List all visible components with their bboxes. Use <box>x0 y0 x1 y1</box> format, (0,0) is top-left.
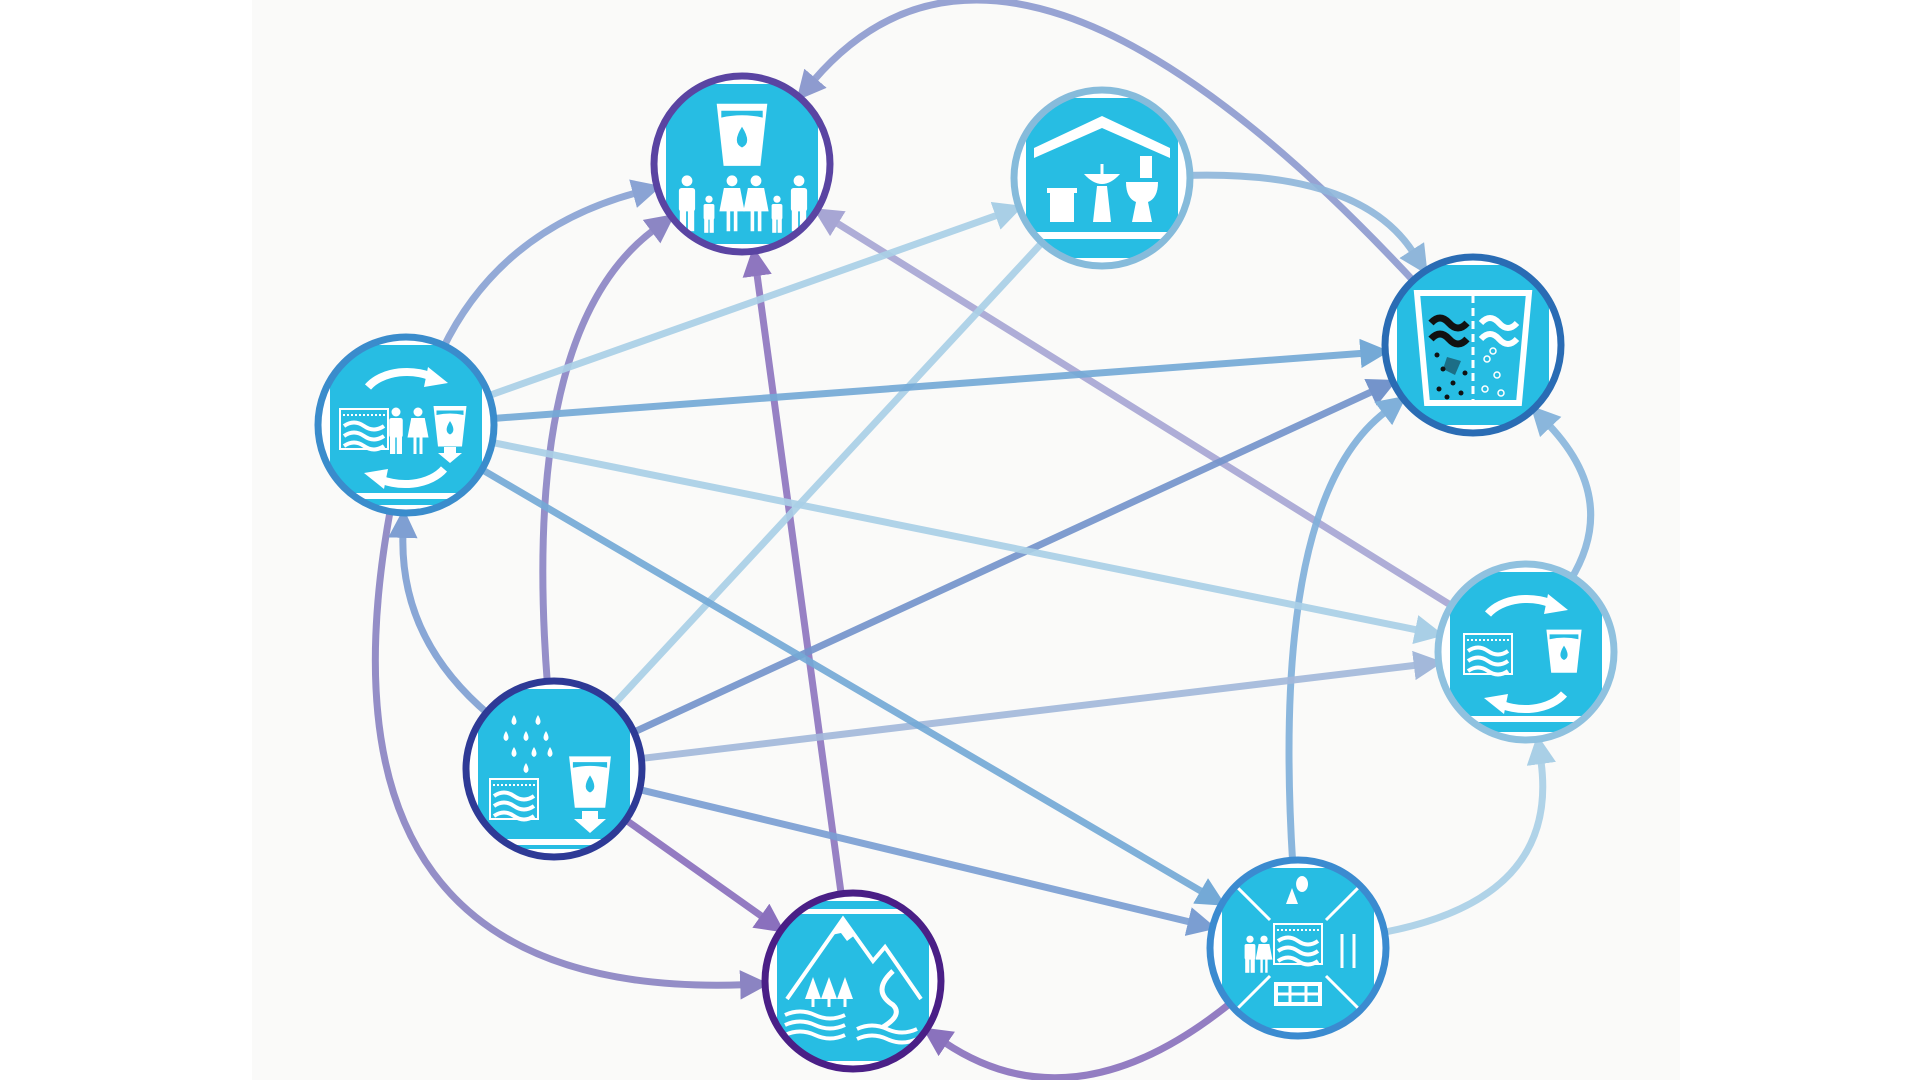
edge-e-to-c <box>1285 395 1407 868</box>
node-border <box>1206 856 1390 1040</box>
edge-e-to-f <box>922 997 1237 1080</box>
edge-g-to-a <box>539 214 676 689</box>
node-border <box>650 72 834 256</box>
edge-h-to-f <box>371 504 770 1000</box>
edge-h-to-e <box>474 463 1226 906</box>
mountain-ecosystem-node[interactable] <box>761 889 945 1073</box>
edge-h-to-c <box>486 338 1390 423</box>
edge-g-to-b <box>607 239 1046 711</box>
water-reuse-cycle-icon <box>1456 594 1596 722</box>
edge-d-to-a <box>812 208 1459 612</box>
edge-g-to-d <box>633 650 1444 763</box>
edge-g-to-f <box>619 814 785 933</box>
edge-h-to-b <box>481 201 1024 401</box>
edge-f-to-a <box>742 246 846 902</box>
edge-h-to-d <box>484 438 1445 644</box>
house-sanitation-icon <box>1032 116 1172 239</box>
drinking-water-family-node[interactable] <box>650 72 834 256</box>
node-border <box>1434 560 1618 744</box>
water-quality-pollution-node[interactable] <box>1381 253 1565 437</box>
node-border <box>1010 86 1194 270</box>
edge-e-to-d <box>1377 734 1556 937</box>
drinking-water-family-icon <box>678 103 808 233</box>
nodes-layer <box>314 72 1618 1073</box>
water-cycle-people-icon <box>336 367 476 499</box>
edges-layer <box>371 0 1595 1080</box>
water-reuse-cycle-node[interactable] <box>1434 560 1618 744</box>
mountain-ecosystem-icon <box>783 909 923 1045</box>
node-border <box>761 889 945 1073</box>
edge-b-to-c <box>1182 171 1428 275</box>
edge-g-to-h <box>388 508 494 719</box>
integrated-water-management-node[interactable] <box>1206 856 1390 1040</box>
integrated-water-management-icon <box>1230 876 1366 1016</box>
node-border <box>462 677 646 861</box>
edge-d-to-c <box>1530 405 1595 585</box>
rain-water-storage-icon <box>484 715 624 845</box>
water-quality-pollution-icon <box>1413 290 1533 406</box>
edge-g-to-e <box>632 785 1217 936</box>
edge-h-to-a <box>438 179 662 353</box>
node-border <box>1381 253 1565 437</box>
edge-c-to-a <box>796 0 1420 287</box>
node-border <box>314 333 498 517</box>
water-cycle-people-node[interactable] <box>314 333 498 517</box>
house-sanitation-node[interactable] <box>1010 86 1194 270</box>
rain-water-storage-node[interactable] <box>462 677 646 861</box>
edge-g-to-c <box>626 378 1398 738</box>
